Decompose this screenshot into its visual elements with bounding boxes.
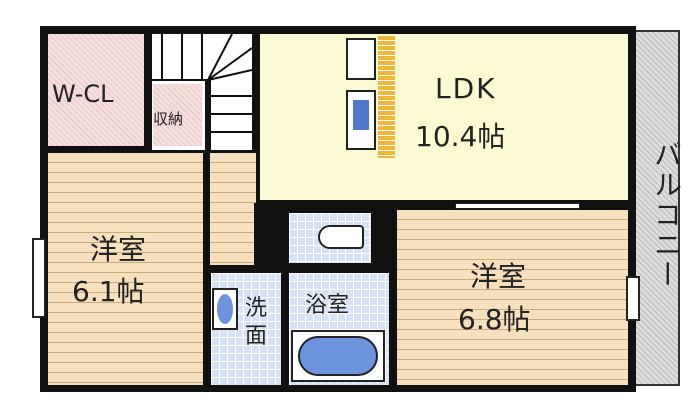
western-room-2-name: 洋室 xyxy=(470,260,527,293)
bathroom-label: 浴室 xyxy=(305,293,350,318)
toilet-bowl xyxy=(318,225,364,249)
ldk xyxy=(260,34,628,200)
sliding-door xyxy=(455,203,580,209)
balcony-label: バルコニー xyxy=(650,140,683,290)
western-room-2 xyxy=(397,210,628,385)
kitchen-stove xyxy=(346,38,376,80)
western-room-1-name: 洋室 xyxy=(90,233,147,266)
bathtub xyxy=(291,330,385,382)
window-left xyxy=(32,238,46,318)
kitchen-sink xyxy=(346,90,376,150)
western-room-1-size: 6.1帖 xyxy=(72,275,145,308)
western-room-2-size: 6.8帖 xyxy=(458,303,531,336)
wcl-label: W-CL xyxy=(52,80,114,108)
wash-basin xyxy=(212,288,238,330)
storage-label: 収納 xyxy=(153,110,184,128)
stairs-lines xyxy=(152,33,253,150)
western-room-1 xyxy=(48,153,203,385)
storage xyxy=(153,84,202,146)
walk-in-closet xyxy=(48,34,144,146)
washroom-label: 洗面 xyxy=(245,296,268,349)
hallway-upper xyxy=(210,153,256,203)
kitchen-counter xyxy=(378,36,395,158)
ldk-size: 10.4帖 xyxy=(415,120,506,153)
window-right xyxy=(626,276,640,321)
ldk-name: LDK xyxy=(435,72,497,105)
